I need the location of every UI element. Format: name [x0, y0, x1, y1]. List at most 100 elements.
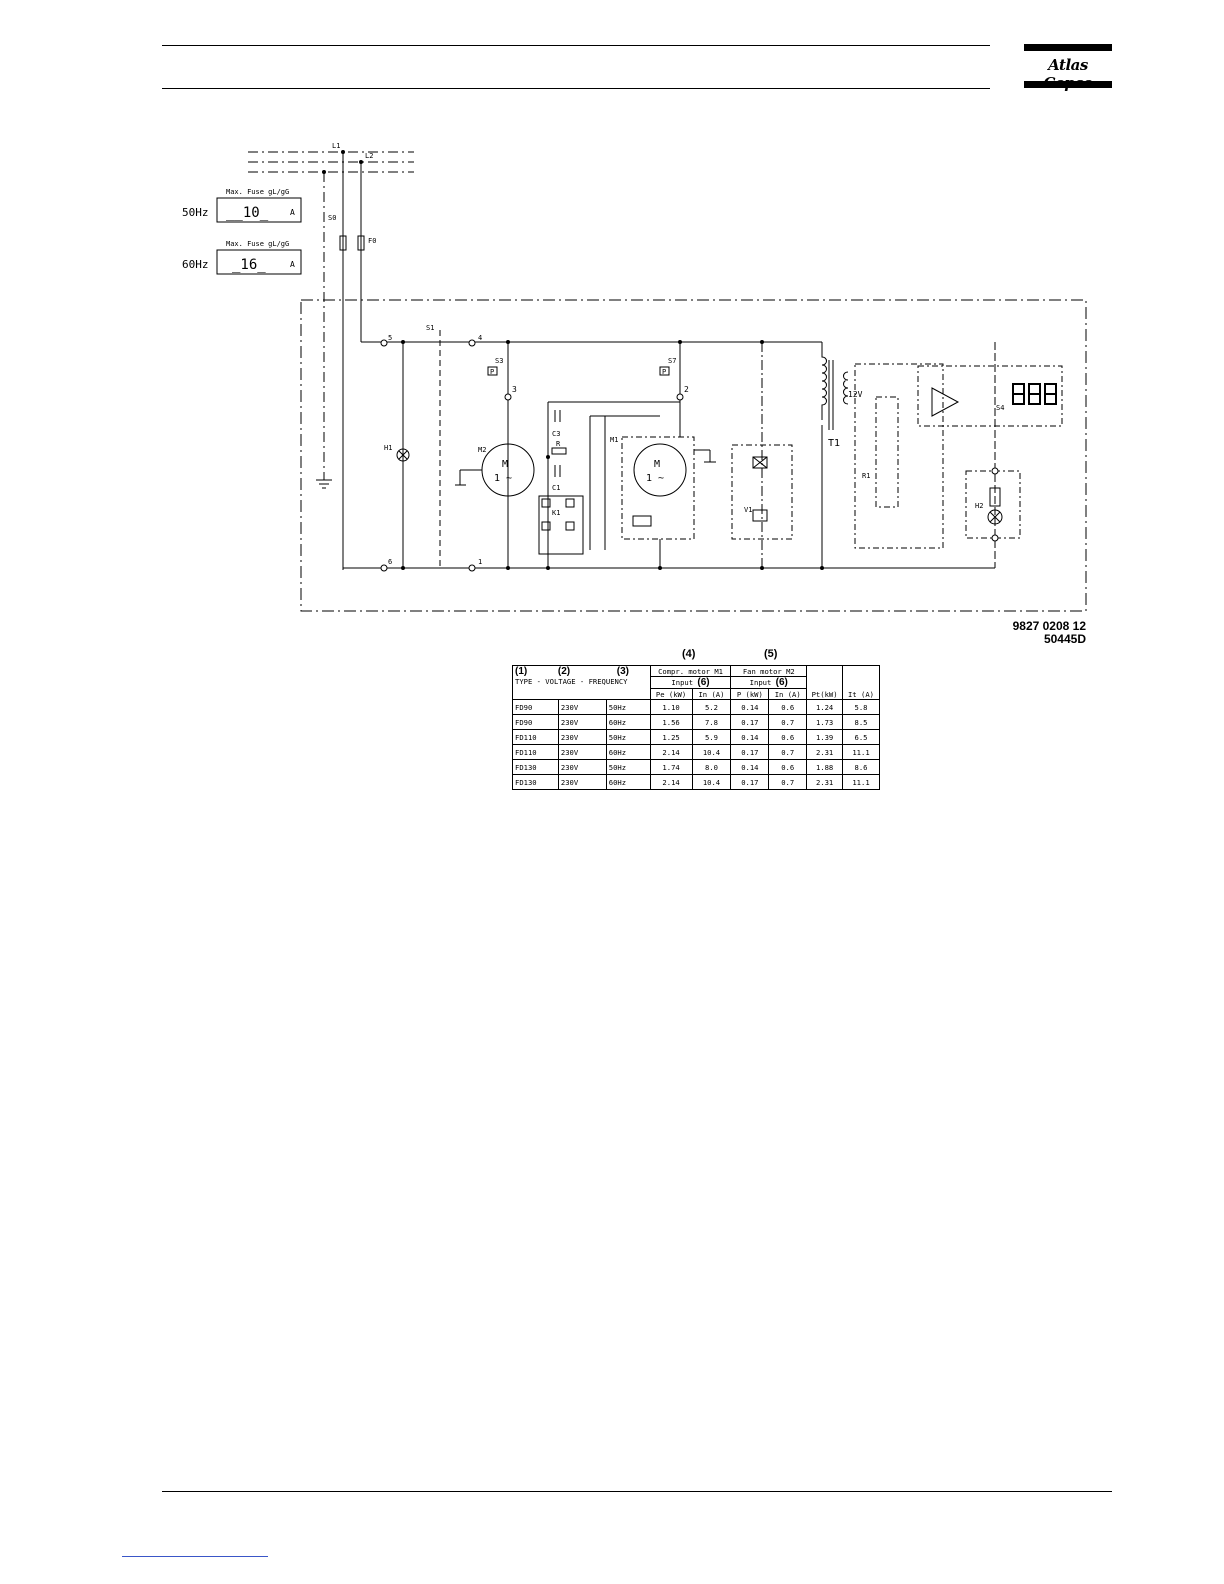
- table-cell: 1.73: [806, 714, 844, 730]
- label-f0: F0: [368, 237, 376, 245]
- fuse-50hz-caption: Max. Fuse gL/gG: [226, 188, 289, 196]
- label-terminal-5: 5: [388, 334, 392, 342]
- it-header: It (A): [842, 665, 880, 700]
- comp-input-label: Input: [671, 678, 694, 687]
- table-cell: 0.14: [730, 759, 770, 775]
- fan-header: Fan motor M2: [730, 665, 808, 677]
- label-s3: S3: [495, 357, 503, 365]
- pt-header: Pt(kW): [806, 665, 844, 700]
- motor-m1-symbol: M: [654, 459, 660, 470]
- table-cell: FD110: [512, 729, 559, 745]
- table-cell: 5.2: [691, 699, 732, 715]
- label-s4: S4: [996, 404, 1004, 412]
- motor-m2-phase: 1 ~: [494, 473, 512, 484]
- table-cell: 230V: [557, 759, 607, 775]
- label-h1: H1: [384, 444, 392, 452]
- table-cell: 2.31: [806, 744, 844, 760]
- table-cell: 60Hz: [605, 714, 651, 730]
- label-c1: C1: [552, 484, 560, 492]
- table-cell: 0.6: [768, 699, 808, 715]
- p-header: P (kW): [730, 688, 770, 700]
- table-cell: 6.5: [842, 729, 880, 745]
- pe-header: Pe (kW): [649, 688, 693, 700]
- label-terminal-4: 4: [478, 334, 482, 342]
- table-cell: 0.17: [730, 744, 770, 760]
- table-cell: 7.8: [691, 714, 732, 730]
- table-cell: 0.7: [768, 774, 808, 790]
- label-s7: S7: [668, 357, 676, 365]
- label-r: R: [556, 440, 561, 448]
- comp-input-num: (6): [697, 677, 710, 688]
- motor-m2-symbol: M: [502, 459, 508, 470]
- table-cell: 1.56: [649, 714, 693, 730]
- table-cell: 60Hz: [605, 744, 651, 760]
- type-header-cell: (1) (2) (3) TYPE - VOLTAGE - FREQUENCY: [512, 665, 651, 700]
- type-header: TYPE - VOLTAGE - FREQUENCY: [515, 677, 628, 686]
- num-label-1: (1): [515, 666, 528, 677]
- footer-link-underline: [122, 1556, 268, 1557]
- label-m1: M1: [610, 436, 618, 444]
- table-cell: 50Hz: [605, 759, 651, 775]
- header-rule-bottom: [162, 88, 990, 89]
- label-terminal-3: 3: [512, 385, 517, 394]
- drawing-number: 9827 0208 12 50445D: [990, 620, 1086, 646]
- fan-input-label: Input: [749, 678, 772, 687]
- table-cell: 0.6: [768, 759, 808, 775]
- label-t1: T1: [828, 438, 840, 449]
- table-cell: FD90: [512, 714, 559, 730]
- fuse-60hz-caption: Max. Fuse gL/gG: [226, 240, 289, 248]
- table-cell: 230V: [557, 729, 607, 745]
- table-cell: 230V: [557, 714, 607, 730]
- label-l1: L1: [332, 142, 340, 150]
- atlas-copco-logo: Atlas Copco: [1024, 44, 1112, 92]
- label-r1: R1: [862, 472, 870, 480]
- table-cell: 8.5: [842, 714, 880, 730]
- label-k1: K1: [552, 509, 560, 517]
- table-cell: 1.10: [649, 699, 693, 715]
- table-cell: 1.39: [806, 729, 844, 745]
- table-cell: 60Hz: [605, 774, 651, 790]
- fan-in-header: In (A): [768, 688, 808, 700]
- table-cell: 0.7: [768, 744, 808, 760]
- column-label-5: (5): [764, 648, 778, 660]
- wiring-diagram: Max. Fuse gL/gG 50Hz __10_ A Max. Fuse g…: [182, 142, 1087, 612]
- table-cell: 2.14: [649, 774, 693, 790]
- table-cell: 8.6: [842, 759, 880, 775]
- table-cell: 230V: [557, 744, 607, 760]
- table-cell: 1.74: [649, 759, 693, 775]
- fuse-60hz-unit: A: [290, 260, 295, 269]
- table-cell: 1.88: [806, 759, 844, 775]
- table-cell: 50Hz: [605, 729, 651, 745]
- fuse-60hz-value: _16_: [232, 257, 266, 273]
- label-p-s3: P: [490, 368, 494, 376]
- label-l2: L2: [365, 152, 373, 160]
- fuse-60hz-freq: 60Hz: [182, 258, 209, 271]
- num-label-3: (3): [616, 666, 630, 677]
- spec-table: (1) (2) (3) TYPE - VOLTAGE - FREQUENCY C…: [512, 665, 880, 790]
- fuse-50hz-freq: 50Hz: [182, 206, 209, 219]
- label-s0: S0: [328, 214, 336, 222]
- table-cell: 11.1: [842, 774, 880, 790]
- table-cell: 230V: [557, 699, 607, 715]
- num-label-2: (2): [557, 666, 571, 677]
- label-terminal-2: 2: [684, 385, 689, 394]
- table-cell: 230V: [557, 774, 607, 790]
- fuse-50hz-value: __10_: [226, 205, 269, 221]
- label-terminal-6: 6: [388, 558, 392, 566]
- table-cell: 5.8: [842, 699, 880, 715]
- label-terminal-1: 1: [478, 558, 482, 566]
- drawing-number-line-2: 50445D: [1043, 632, 1086, 646]
- label-p-s7: P: [662, 368, 666, 376]
- table-cell: 8.0: [691, 759, 732, 775]
- label-12v: 12V: [848, 390, 863, 399]
- label-s1: S1: [426, 324, 434, 332]
- fan-input-num: (6): [775, 677, 788, 688]
- column-label-4: (4): [682, 648, 696, 660]
- table-cell: 0.14: [730, 729, 770, 745]
- motor-m1-phase: 1 ~: [646, 473, 664, 484]
